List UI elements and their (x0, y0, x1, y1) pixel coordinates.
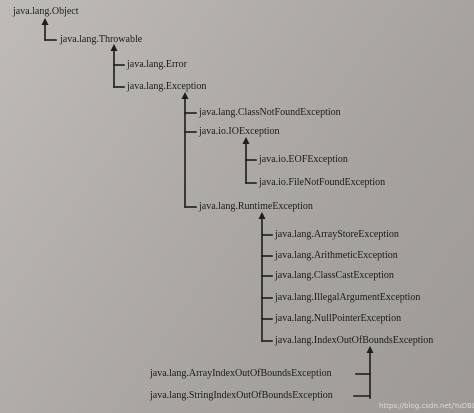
node-class-not-found-exception: java.lang.ClassNotFoundException (199, 107, 341, 118)
node-index-out-of-bounds-exception: java.lang.IndexOutOfBoundsException (275, 335, 434, 346)
node-io-exception: java.io.IOException (199, 126, 280, 137)
node-class-cast-exception: java.lang.ClassCastException (275, 270, 394, 281)
arrowhead-exception (181, 92, 189, 99)
node-array-index-out-of-bounds-exception: java.lang.ArrayIndexOutOfBoundsException (150, 368, 332, 379)
arrowhead-ioexception (242, 137, 250, 144)
node-error: java.lang.Error (127, 59, 187, 70)
watermark-text: https://blog.csdn.net/YuDBL (379, 402, 474, 410)
node-eof-exception: java.io.EOFException (259, 154, 348, 165)
arrowhead-object (41, 18, 49, 25)
node-throwable: java.lang.Throwable (60, 34, 143, 45)
node-illegal-argument-exception: java.lang.IllegalArgumentException (275, 292, 421, 303)
node-runtime-exception: java.lang.RuntimeException (199, 201, 313, 212)
node-arithmetic-exception: java.lang.ArithmeticException (275, 250, 398, 261)
node-file-not-found-exception: java.io.FileNotFoundException (259, 177, 386, 188)
node-array-store-exception: java.lang.ArrayStoreException (275, 229, 399, 240)
node-null-pointer-exception: java.lang.NullPointerException (275, 313, 402, 324)
node-exception: java.lang.Exception (127, 81, 207, 92)
arrowhead-indexoutofbounds (366, 346, 374, 353)
arrowhead-runtime (258, 212, 266, 219)
node-string-index-out-of-bounds-exception: java.lang.StringIndexOutOfBoundsExceptio… (150, 390, 333, 401)
node-object: java.lang.Object (13, 6, 79, 17)
arrowhead-throwable (110, 44, 118, 51)
